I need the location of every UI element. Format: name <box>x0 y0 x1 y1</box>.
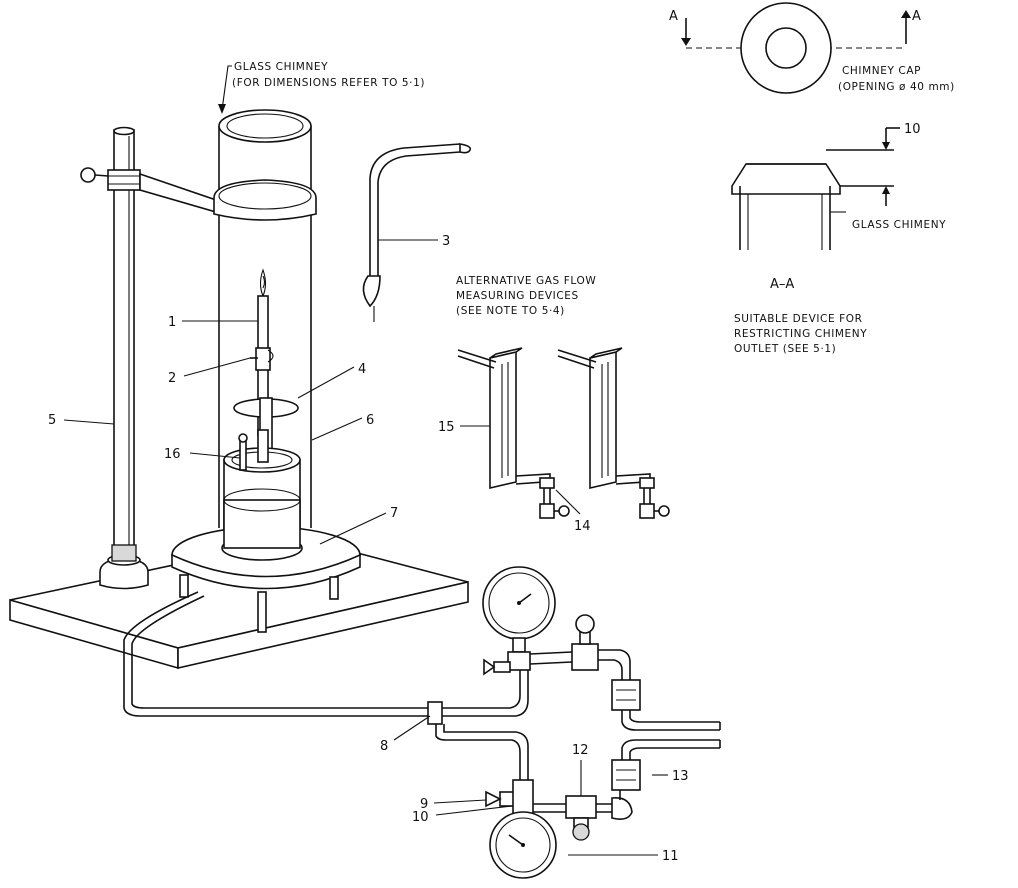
alt-gas-line-1: ALTERNATIVE GAS FLOW <box>456 275 596 287</box>
callout-7: 7 <box>390 506 398 521</box>
callout-13: 13 <box>672 769 689 784</box>
callout-6: 6 <box>366 413 374 428</box>
alt-gas-line-3: (SEE NOTE TO 5·4) <box>456 305 565 317</box>
section-mark-left: A <box>669 9 678 24</box>
upper-pressure-gauge <box>482 566 721 731</box>
glass-chimney <box>213 109 317 528</box>
flowmeter-left <box>457 347 570 519</box>
lower-pressure-gauge <box>485 739 721 879</box>
callout-16: 16 <box>164 447 181 462</box>
leader-lines <box>63 65 668 856</box>
section-name: A–A <box>770 277 794 292</box>
callout-12: 12 <box>572 743 589 758</box>
callout-9: 9 <box>420 797 428 812</box>
stand-rod <box>99 126 149 590</box>
glass-chimney-title: GLASS CHIMNEY <box>234 61 328 73</box>
alt-gas-line-2: MEASURING DEVICES <box>456 290 579 302</box>
base-disc <box>171 488 361 633</box>
flowmeter-right <box>557 347 670 519</box>
section-mark-right: A <box>912 9 921 24</box>
suitable-device-line-1: SUITABLE DEVICE FOR <box>734 313 863 325</box>
chimney-cap-opening: (OPENING ø 40 mm) <box>838 81 955 93</box>
callout-10-cap: 10 <box>904 122 921 137</box>
chimney-cap-label: CHIMNEY CAP <box>842 65 921 77</box>
callout-10-valve: 10 <box>412 810 429 825</box>
callout-1: 1 <box>168 315 176 330</box>
chimney-cap-plan <box>681 2 911 94</box>
glass-chimney-section-label: GLASS CHIMENY <box>852 219 946 231</box>
flexible-tube <box>362 143 472 322</box>
callout-11: 11 <box>662 849 679 864</box>
burner <box>250 268 274 437</box>
callout-14: 14 <box>574 519 591 534</box>
callout-5-stand: 5 <box>48 413 56 428</box>
glass-chimney-note: (FOR DIMENSIONS REFER TO 5·1) <box>232 77 425 89</box>
suitable-device-line-3: OUTLET (SEE 5·1) <box>734 343 836 355</box>
suitable-device-line-2: RESTRICTING CHIMENY <box>734 328 867 340</box>
callout-8: 8 <box>380 739 388 754</box>
stand-clamp <box>80 167 217 214</box>
chimney-cap-section <box>731 127 900 250</box>
callout-4: 4 <box>358 362 366 377</box>
callout-2: 2 <box>168 371 176 386</box>
callout-15: 15 <box>438 420 455 435</box>
gas-supply-line <box>123 591 529 780</box>
callout-3: 3 <box>442 234 450 249</box>
